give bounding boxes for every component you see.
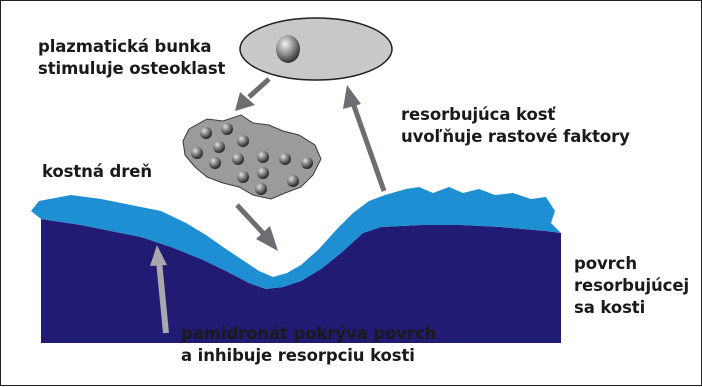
plasma-cell-label-line2: stimuluje osteoklast — [38, 58, 225, 80]
plasma-cell — [240, 18, 392, 80]
plasma-cell-label-line1: plazmatická bunka — [38, 36, 225, 58]
plasma-cell-nucleus — [276, 35, 300, 63]
arrow-osteoclast-to-pit — [237, 205, 278, 251]
surface-label-line3: sa kosti — [574, 297, 689, 319]
surface-label-line1: povrch — [574, 253, 689, 275]
growth-factors-label: resorbujúca kosť uvoľňuje rastové faktor… — [401, 104, 630, 148]
pamidronate-label-line1: pamidronát pokrýva povrch — [181, 323, 436, 345]
surface-label: povrch resorbujúcej sa kosti — [574, 253, 689, 319]
plasma-cell-label: plazmatická bunka stimuluje osteoklast — [38, 36, 225, 80]
surface-label-line2: resorbujúcej — [574, 275, 689, 297]
pamidronate-label: pamidronát pokrýva povrch a inhibuje res… — [181, 323, 436, 367]
pamidronate-label-line2: a inhibuje resorpciu kosti — [181, 345, 436, 367]
growth-factors-label-line2: uvoľňuje rastové faktory — [401, 126, 630, 148]
marrow-label: kostná dreň — [42, 161, 152, 183]
growth-factors-label-line1: resorbujúca kosť — [401, 104, 630, 126]
arrow-bone-to-plasma-cell — [343, 85, 384, 191]
arrow-plasma-to-osteoclast — [235, 79, 269, 111]
